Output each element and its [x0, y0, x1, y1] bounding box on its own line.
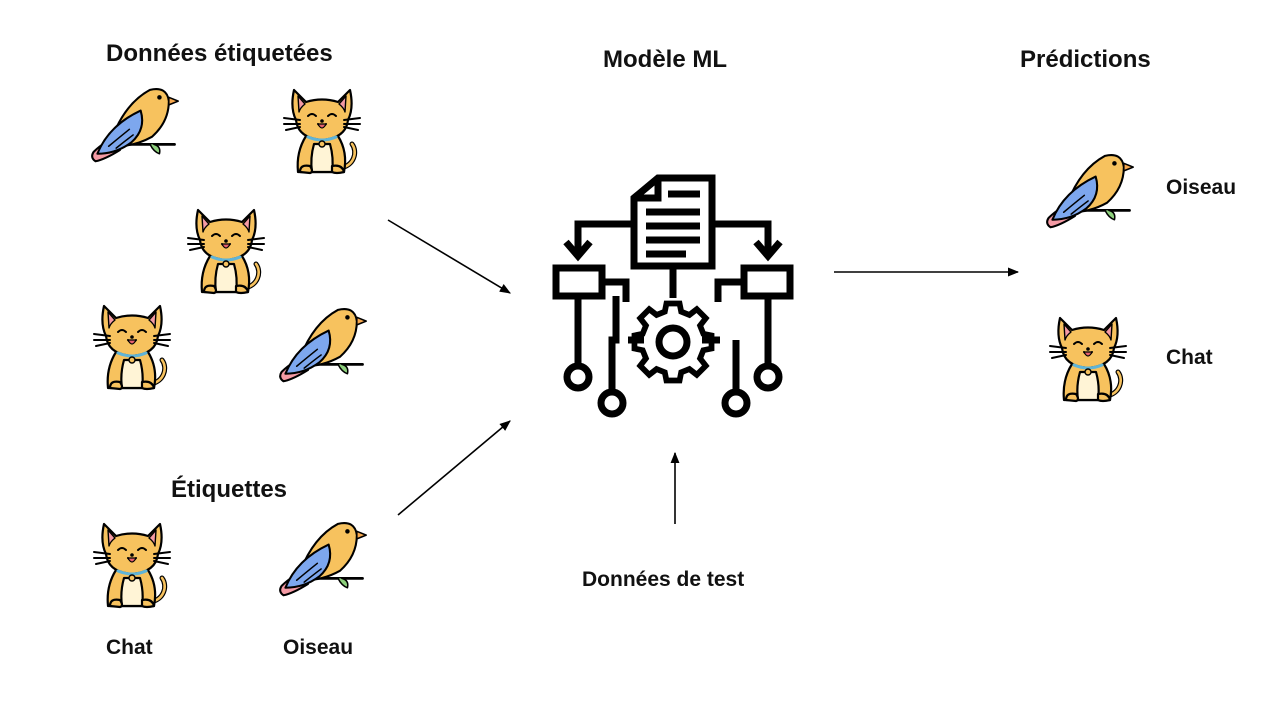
- label-bird-text: Oiseau: [283, 636, 354, 659]
- document-icon: [630, 174, 716, 270]
- label-cat-text: Chat: [106, 636, 153, 659]
- predictions-title: Prédictions: [1020, 46, 1151, 73]
- arrow-labels-to-model: [397, 420, 511, 516]
- labels-title: Étiquettes: [171, 476, 288, 503]
- prediction-bird-text: Oiseau: [1166, 176, 1237, 199]
- model-title: Modèle ML: [603, 46, 727, 73]
- prediction-cat-text: Chat: [1166, 346, 1213, 369]
- arrow-data-to-model: [387, 219, 511, 294]
- labeled-data-title: Données étiquetées: [106, 40, 333, 67]
- ml-model-icon: [552, 174, 794, 418]
- gear-icon: [631, 300, 715, 384]
- test-data-label: Données de test: [582, 568, 745, 591]
